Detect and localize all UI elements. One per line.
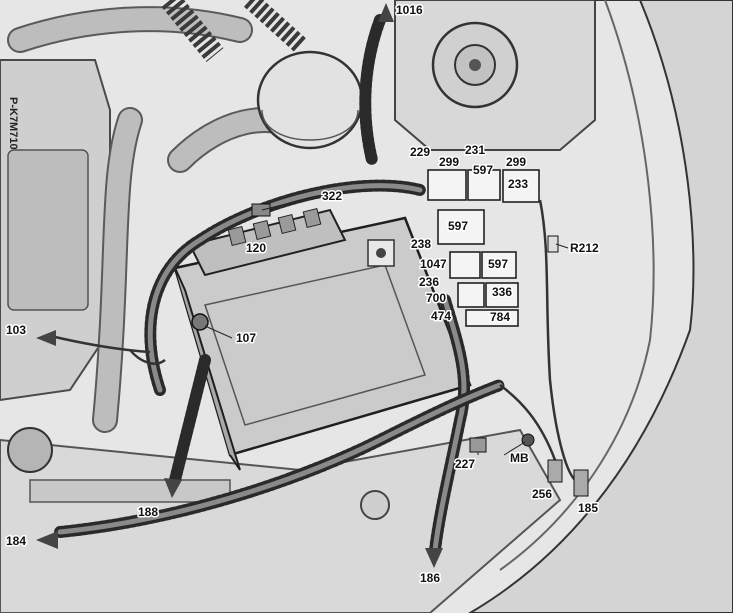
fuse-2 bbox=[252, 219, 272, 241]
label-229: 229 bbox=[410, 145, 430, 159]
battery-vent-cap bbox=[376, 248, 386, 258]
fender bbox=[468, 0, 733, 613]
label-236: 236 bbox=[419, 275, 439, 289]
label-188: 188 bbox=[138, 505, 158, 519]
relay-784 bbox=[465, 309, 519, 327]
pulley bbox=[7, 427, 53, 473]
cross-member bbox=[29, 479, 231, 503]
leader-107 bbox=[204, 325, 233, 339]
leader-r212 bbox=[555, 243, 569, 249]
engine-cover bbox=[7, 149, 89, 311]
label-103: 103 bbox=[6, 323, 26, 337]
arrow-188 bbox=[164, 478, 182, 498]
mount-bolt bbox=[360, 490, 390, 520]
label-107: 107 bbox=[236, 331, 256, 345]
relay-336 bbox=[485, 282, 519, 308]
connector-322 bbox=[251, 203, 271, 217]
label-299b: 299 bbox=[506, 155, 526, 169]
label-1016: 1016 bbox=[396, 3, 423, 17]
harness-188 bbox=[169, 354, 211, 486]
relay-597-lower bbox=[481, 251, 517, 279]
label-184: 184 bbox=[6, 534, 26, 548]
relay-231 bbox=[467, 169, 501, 201]
connector-r212 bbox=[547, 235, 559, 253]
label-597b: 597 bbox=[448, 219, 468, 233]
label-700: 700 bbox=[426, 291, 446, 305]
leader-322 bbox=[261, 195, 319, 211]
corrugated-hose-2 bbox=[243, 0, 307, 52]
label-474: 474 bbox=[431, 309, 451, 323]
harness-1016 bbox=[359, 14, 386, 166]
relay-233 bbox=[502, 169, 540, 203]
intake-pipe bbox=[9, 8, 251, 51]
label-120: 120 bbox=[246, 241, 266, 255]
fuse-3 bbox=[277, 213, 297, 235]
label-mb: MB bbox=[510, 451, 529, 465]
relay-229 bbox=[427, 169, 467, 201]
wire-103 bbox=[54, 335, 151, 354]
label-784: 784 bbox=[490, 310, 510, 324]
arrow-184 bbox=[36, 531, 58, 549]
corrugated-hose-1 bbox=[161, 0, 224, 62]
expansion-tank-shadow bbox=[261, 109, 359, 141]
wire-r212 bbox=[538, 199, 576, 481]
connector-227 bbox=[469, 437, 487, 453]
ground-mb bbox=[521, 433, 535, 447]
arrow-186 bbox=[425, 548, 443, 568]
relay-597-upper bbox=[437, 209, 485, 245]
harness-186-core bbox=[432, 297, 467, 553]
harness-184-core bbox=[57, 382, 503, 535]
side-code: P-K7M710 bbox=[7, 97, 19, 150]
main-harness-core bbox=[147, 183, 423, 393]
label-238: 238 bbox=[411, 237, 431, 251]
connector-256 bbox=[547, 459, 563, 483]
fuse-1 bbox=[227, 225, 247, 247]
leader-mb bbox=[503, 441, 526, 456]
label-597a: 597 bbox=[473, 163, 493, 177]
label-r212: R212 bbox=[570, 241, 599, 255]
ground-loop bbox=[129, 349, 166, 365]
wire-256 bbox=[499, 384, 557, 461]
label-299a: 299 bbox=[439, 155, 459, 169]
battery-label-area bbox=[204, 264, 426, 426]
arrow-103 bbox=[36, 330, 56, 346]
label-256: 256 bbox=[532, 487, 552, 501]
relay-700 bbox=[457, 282, 485, 308]
label-1047: 1047 bbox=[420, 257, 447, 271]
label-322: 322 bbox=[322, 189, 342, 203]
label-336: 336 bbox=[492, 285, 512, 299]
connector-185 bbox=[573, 469, 589, 497]
coolant-hose bbox=[94, 109, 141, 431]
label-185: 185 bbox=[578, 501, 598, 515]
expansion-tank bbox=[256, 50, 364, 150]
fuse-4 bbox=[302, 207, 322, 229]
fender-crease bbox=[499, 0, 655, 571]
battery-terminal bbox=[191, 313, 209, 331]
arrow-1016 bbox=[378, 3, 394, 22]
label-227: 227 bbox=[455, 457, 475, 471]
label-231: 231 bbox=[465, 143, 485, 157]
label-186: 186 bbox=[420, 571, 440, 585]
strut-nut bbox=[469, 59, 481, 71]
label-233: 233 bbox=[508, 177, 528, 191]
relay-1047 bbox=[449, 251, 481, 279]
label-597c: 597 bbox=[488, 257, 508, 271]
